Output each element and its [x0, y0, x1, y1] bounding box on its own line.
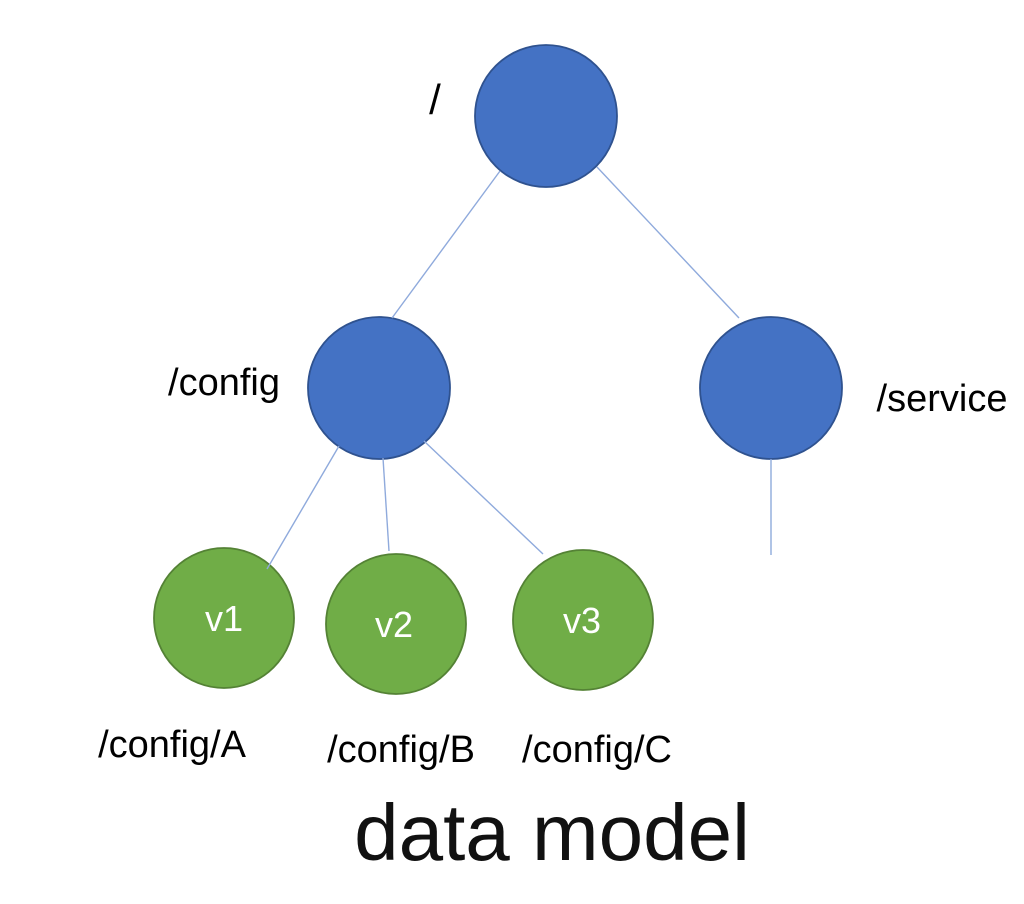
edge-config-to-v3 [423, 440, 544, 555]
edge-config-to-v1 [266, 445, 340, 570]
config-node-circle [307, 316, 451, 460]
v1-value-label: v1 [205, 598, 243, 639]
v2-value-label: v2 [375, 604, 413, 645]
config-c-node-circle [512, 549, 654, 691]
config-a-path-label: /config/A [98, 724, 247, 766]
service-node-circle [699, 316, 843, 460]
v3-value-label: v3 [563, 600, 601, 641]
config-a-node-circle [153, 547, 295, 689]
service-node-label: /service [877, 378, 1008, 420]
root-node-label: / [429, 76, 441, 123]
config-node-label: /config [168, 362, 280, 404]
edge-root-to-config [391, 170, 501, 319]
edge-root-to-service [596, 166, 740, 319]
config-b-path-label: /config/B [327, 729, 475, 771]
root-node-circle [474, 44, 618, 188]
edge-config-to-v2 [382, 457, 390, 552]
diagram-title: data model [354, 788, 750, 877]
config-b-node-circle [325, 553, 467, 695]
config-c-path-label: /config/C [522, 729, 672, 771]
